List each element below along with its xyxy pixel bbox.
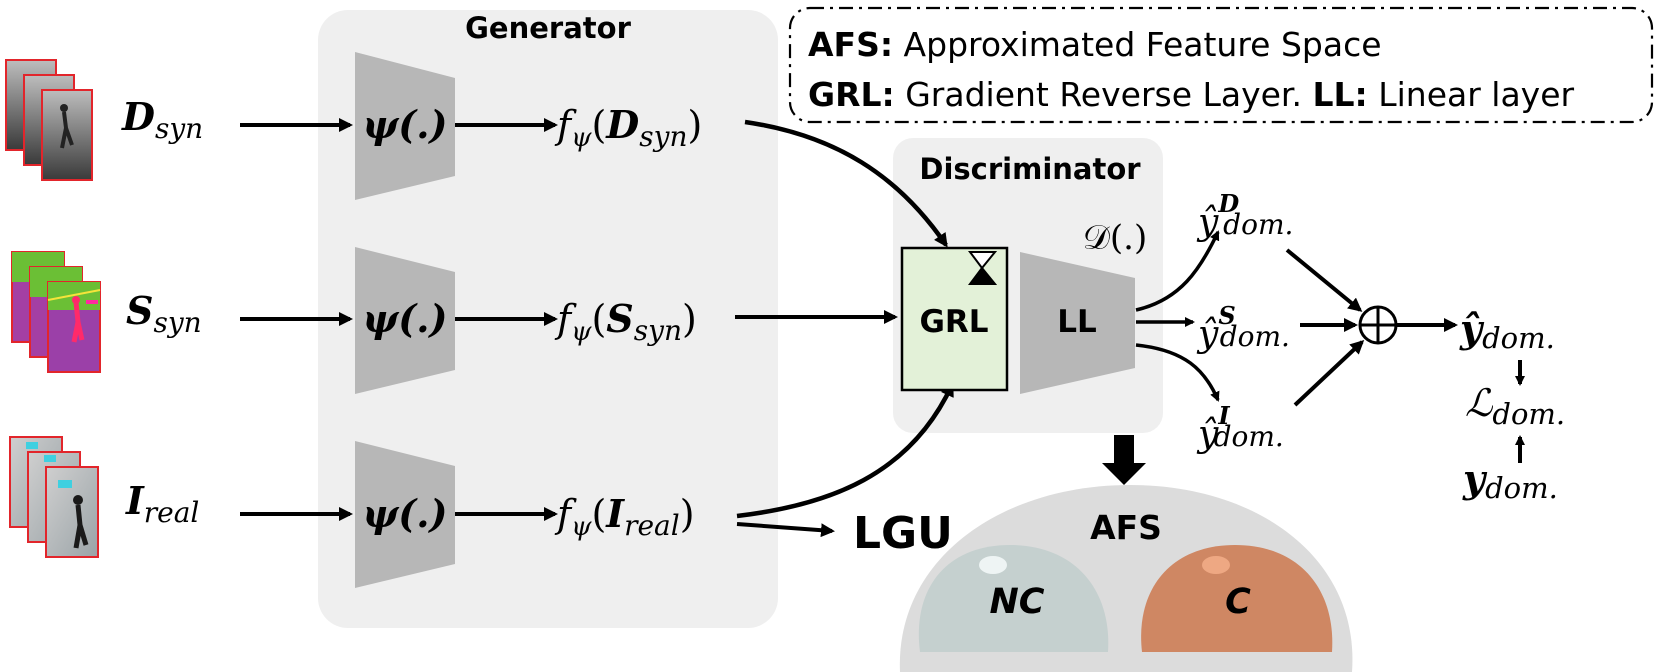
arrow-discriminator-to-afs — [1102, 435, 1146, 485]
combined-prediction: ŷdom. — [1459, 306, 1555, 355]
grl-block: GRL — [900, 246, 1009, 392]
grl-label: GRL — [919, 304, 988, 340]
ll-block: LL — [1020, 252, 1135, 394]
encoder-3: ψ(.) — [355, 441, 455, 588]
encoder-3-label: ψ(.) — [363, 491, 448, 536]
arrow-pred-real-to-sum — [1293, 339, 1365, 407]
discriminator-title: Discriminator — [919, 152, 1141, 186]
sum-operator-symbol: ⊕ — [0, 0, 1, 1]
segmentation-image-stack — [11, 251, 101, 373]
input-label-real: Ireal — [125, 478, 199, 529]
sum-operator — [1358, 305, 1398, 345]
arrow-pred-depth-to-sum — [1285, 248, 1363, 312]
arrow-ll-to-pred-real — [1135, 343, 1220, 402]
discriminator-function-label: 𝒟(.) — [1083, 218, 1147, 258]
nc-label: NC — [990, 582, 1045, 622]
feature-label-segmentation: fψ(Ssyn) — [554, 296, 697, 347]
ground-truth-label: ydom. — [1462, 456, 1558, 505]
afs-region: AFS NC C — [899, 485, 1353, 672]
legend-line-afs: AFS: Approximated Feature Space — [808, 25, 1382, 64]
encoder-2-label: ψ(.) — [363, 296, 448, 341]
real-image-stack — [9, 436, 99, 558]
encoder-2: ψ(.) — [355, 247, 455, 394]
arrow-feature1-to-grl — [744, 119, 948, 248]
encoder-1-label: ψ(.) — [363, 102, 448, 147]
arrow-ll-to-pred-depth — [1135, 230, 1220, 312]
feature-label-real: fψ(Ireal) — [554, 491, 695, 542]
legend-grl-abbr: GRL: — [808, 75, 895, 114]
feature-label-depth: fψ(Dsyn) — [554, 102, 702, 153]
c-cluster: C — [1141, 545, 1333, 652]
c-label: C — [1225, 582, 1251, 622]
legend-grl-text: Gradient Reverse Layer. — [905, 75, 1302, 114]
encoder-1: ψ(.) — [355, 52, 455, 200]
nc-cluster: NC — [918, 545, 1109, 652]
legend-afs-text: Approximated Feature Space — [904, 25, 1382, 64]
depth-image-stack — [5, 59, 93, 181]
ll-label: LL — [1057, 304, 1097, 340]
legend-line-grl-ll: GRL: Gradient Reverse Layer. LL: Linear … — [808, 75, 1575, 114]
input-label-segmentation: Ssyn — [126, 288, 202, 339]
lgu-label: LGU — [853, 508, 953, 559]
legend-ll-abbr: LL: — [1312, 75, 1367, 114]
afs-label: AFS — [1090, 508, 1162, 547]
generator-title: Generator — [465, 11, 631, 45]
input-label-depth: Dsyn — [121, 94, 203, 145]
hourglass-icon — [968, 251, 998, 270]
loss-label: ℒdom. — [1465, 381, 1565, 431]
arrow-feature3-to-lgu — [736, 522, 835, 538]
legend-afs-abbr: AFS: — [808, 25, 893, 64]
arrow-feature3-to-grl — [736, 382, 955, 519]
legend-ll-text: Linear layer — [1378, 75, 1574, 114]
legend-box — [788, 6, 1654, 124]
